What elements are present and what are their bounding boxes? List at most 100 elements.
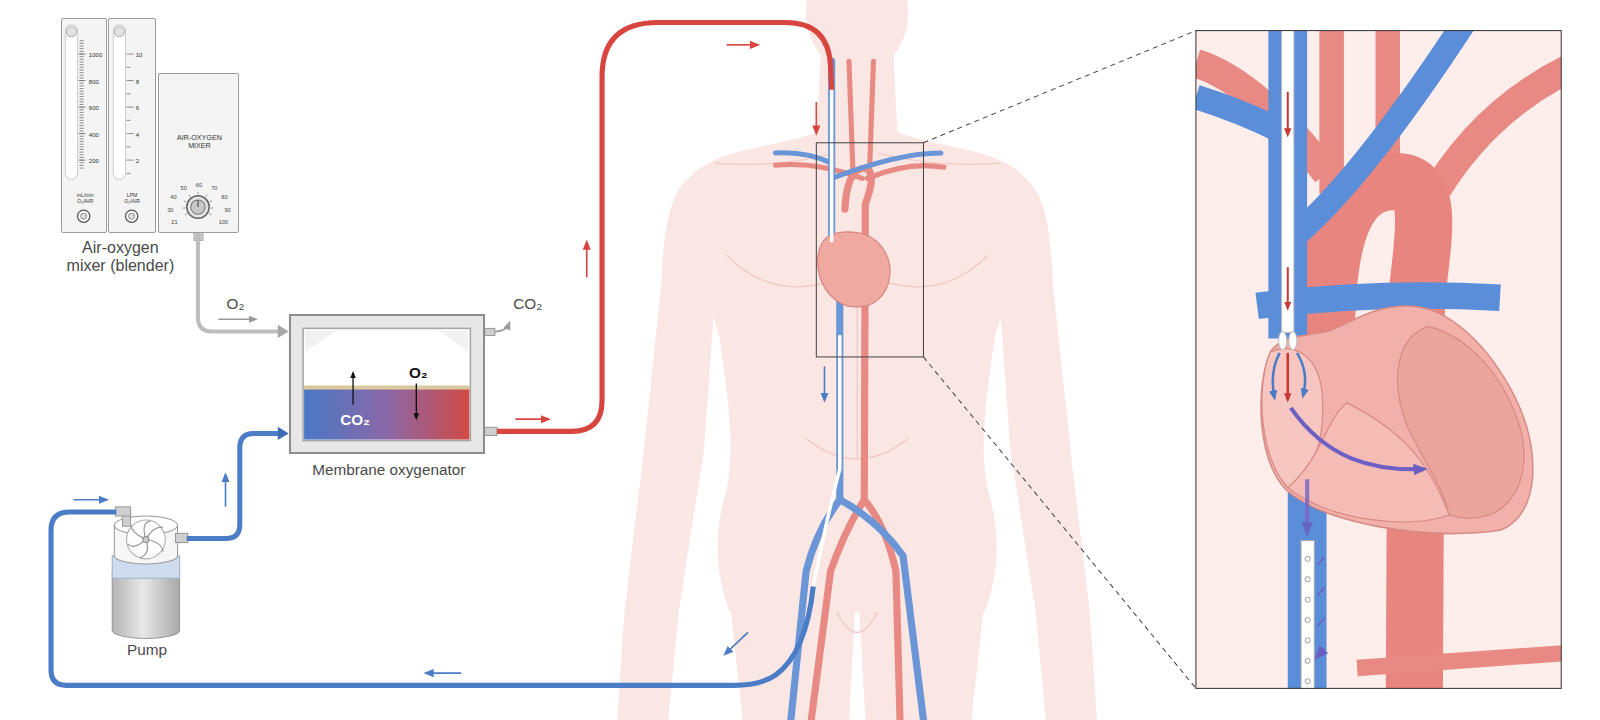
path-shape <box>1357 653 1561 668</box>
circle-shape <box>66 27 76 37</box>
rect-shape <box>289 314 485 454</box>
circle-shape <box>129 213 135 219</box>
rect-shape <box>115 507 130 516</box>
circle-shape <box>143 536 149 542</box>
line-shape <box>726 632 748 653</box>
scale-number: 6 <box>136 105 139 112</box>
scale-ticks <box>127 54 134 173</box>
line-shape <box>73 499 106 501</box>
arrowhead <box>278 325 289 338</box>
circle-shape <box>191 200 205 214</box>
scale-number: 4 <box>136 131 139 138</box>
line-shape <box>225 475 227 507</box>
path-shape <box>1291 408 1424 469</box>
path-shape <box>1294 31 1464 237</box>
pump: Pump <box>107 515 187 637</box>
heart-inset <box>1196 31 1561 689</box>
device-caption: Air-oxygen mixer (blender) <box>64 238 176 275</box>
path-shape <box>1286 353 1289 400</box>
ellipse-shape <box>1279 331 1287 349</box>
line-shape <box>1287 267 1289 308</box>
dial-number: 30 <box>167 207 173 213</box>
dial-number: 50 <box>181 184 187 190</box>
line-shape <box>816 102 818 133</box>
scale-ticks <box>79 41 86 168</box>
circle-shape <box>1305 658 1310 663</box>
unit-label: mL/min O₂/AIR <box>73 193 97 205</box>
rect-shape <box>113 24 125 179</box>
scale-number: 8 <box>136 78 139 85</box>
edge-label: O₂ <box>227 295 245 313</box>
path-shape <box>1317 557 1324 657</box>
pump-body <box>112 507 188 639</box>
circle-shape <box>1305 597 1310 602</box>
gas-label: CO₂ <box>340 411 370 429</box>
arrowhead <box>278 427 289 440</box>
rect-shape <box>158 73 239 232</box>
line-shape <box>197 200 198 207</box>
path-shape <box>1429 67 1562 204</box>
oxygenator-body <box>289 314 509 454</box>
patient-body <box>617 0 1097 720</box>
flowmeter: 1000800600400200mL/min O₂/AIR <box>61 18 107 232</box>
path-shape <box>112 571 179 638</box>
line-shape <box>586 243 588 278</box>
scale-number: 2 <box>136 158 139 165</box>
rect-shape <box>304 389 469 440</box>
dial-number: 100 <box>219 219 228 225</box>
dial-number: 70 <box>211 184 217 190</box>
dial-number: 60 <box>196 181 202 187</box>
path-shape <box>776 153 941 179</box>
path-shape <box>1261 306 1533 533</box>
circle-shape <box>114 27 124 37</box>
line-shape <box>427 672 462 674</box>
line-shape <box>218 318 255 320</box>
rect-shape <box>304 385 469 389</box>
body-contours <box>714 153 1000 632</box>
membrane-oxygenator: Membrane oxygenatorO₂CO₂ <box>289 314 485 454</box>
gas-label: O₂ <box>409 364 428 382</box>
dial-number: 80 <box>221 194 227 200</box>
rect-shape <box>303 328 470 440</box>
dial-number: 21 <box>171 219 177 225</box>
unit-label: LPM O₂/AIR <box>120 193 144 205</box>
connector-group <box>187 427 289 539</box>
path-shape <box>806 286 908 459</box>
scale-number: 400 <box>89 131 99 138</box>
scale-ticks <box>79 41 134 174</box>
circuit-tubing <box>51 22 832 685</box>
path-shape <box>305 330 468 351</box>
device-title: AIR-OXYGEN MIXER <box>169 134 229 150</box>
path-shape <box>813 337 840 587</box>
dial-number: 40 <box>170 194 176 200</box>
circle-shape <box>1305 618 1310 623</box>
connector-group <box>198 233 289 339</box>
line-shape <box>824 367 826 400</box>
ellipse-shape <box>1289 331 1297 349</box>
line-shape <box>416 383 417 418</box>
circle-shape <box>1305 577 1310 582</box>
line-shape <box>352 373 353 405</box>
drain-holes <box>1305 556 1310 683</box>
dial-ticks <box>183 192 214 215</box>
path-shape <box>1297 353 1305 396</box>
scale-number: 800 <box>89 78 99 85</box>
inset-border <box>1196 31 1561 689</box>
path-shape <box>617 178 714 720</box>
rect-shape <box>65 24 77 179</box>
circle-shape <box>1305 556 1310 561</box>
circle-shape <box>1305 638 1310 643</box>
gas-label: CO₂ <box>513 295 542 313</box>
device-caption: Pump <box>97 641 197 659</box>
flowmeter: 108642LPM O₂/AIR <box>108 18 156 232</box>
blood-tube <box>187 433 280 538</box>
rect-shape <box>485 427 497 435</box>
dial-ticks <box>183 192 214 215</box>
gas-line <box>198 233 280 332</box>
circle-shape <box>127 520 166 559</box>
path-shape <box>828 61 835 255</box>
path-shape <box>849 61 873 175</box>
line-shape <box>515 418 548 420</box>
path-shape <box>837 612 878 632</box>
